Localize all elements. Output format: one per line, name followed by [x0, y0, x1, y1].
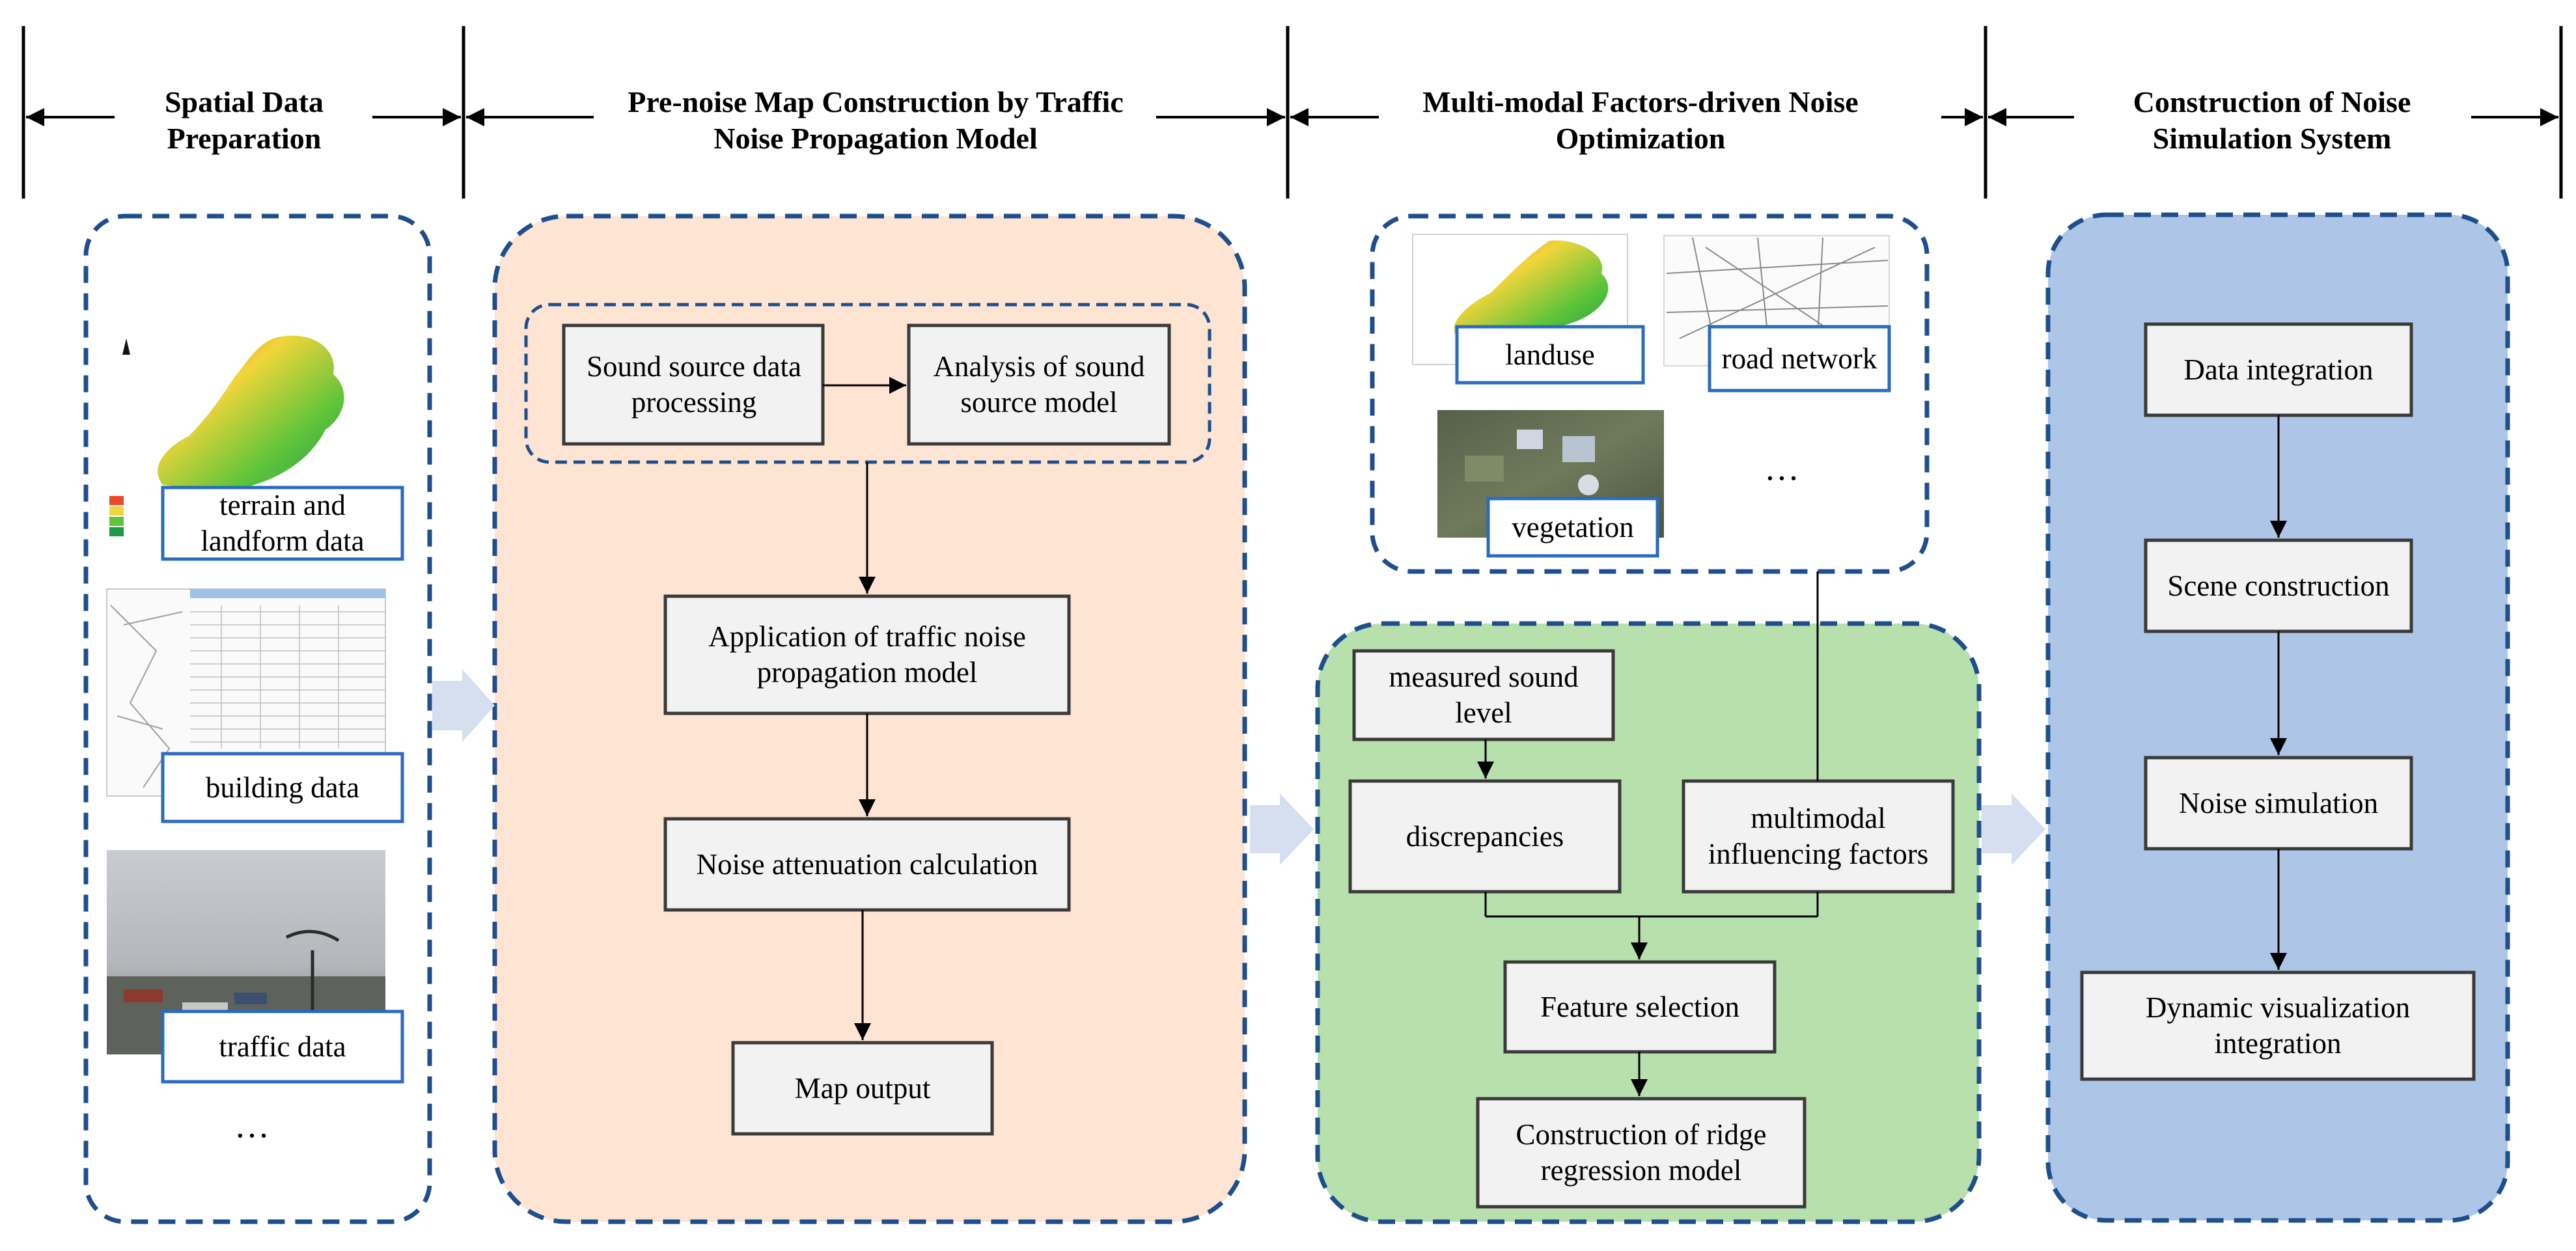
- header-simulation: Construction of Noise Simulation System: [2133, 85, 2411, 155]
- attenuation-box: [663, 817, 1071, 912]
- traffic-label: traffic data: [219, 1030, 346, 1063]
- panel-prenoise: [492, 213, 1247, 1224]
- building-label-box: [161, 752, 404, 823]
- flow-arrow-3: [1982, 793, 2045, 865]
- spatial-ellipsis: …: [234, 1106, 273, 1146]
- road-network-label-box: [1708, 325, 1891, 392]
- landuse-label: landuse: [1505, 338, 1595, 371]
- terrain-label: terrain and landform data: [201, 489, 365, 557]
- road-network-label: road network: [1721, 342, 1877, 375]
- ridge-regression-label: Construction of ridge regression model: [1516, 1118, 1767, 1187]
- landuse-label-box: [1455, 325, 1645, 385]
- scene-construction-label: Scene construction: [2167, 569, 2390, 602]
- noise-simulation-label: Noise simulation: [2178, 786, 2379, 819]
- feature-selection-label: Feature selection: [1540, 990, 1740, 1023]
- noise-simulation-box: [2144, 756, 2413, 851]
- map-output-box: [731, 1041, 994, 1136]
- header-spatial-data: Spatial Data Preparation: [164, 85, 324, 155]
- attenuation-label: Noise attenuation calculation: [696, 847, 1038, 881]
- influencing-factors-box: [1682, 779, 1955, 894]
- ridge-regression-box: [1476, 1097, 1807, 1209]
- data-integration-label: Data integration: [2183, 353, 2374, 386]
- feature-selection-box: [1503, 960, 1777, 1054]
- propagation-model-label: Application of traffic noise propagation…: [708, 620, 1026, 689]
- sound-source-model-box: [907, 323, 1171, 446]
- map-output-label: Map output: [794, 1071, 931, 1105]
- vegetation-label: vegetation: [1512, 510, 1634, 543]
- multimodal-connectors: [1477, 571, 1819, 1096]
- sound-source-model-label: Analysis of sound source model: [933, 350, 1145, 419]
- building-label: building data: [205, 771, 360, 804]
- terrain-label-box: [161, 486, 404, 561]
- dynamic-visualization-box: [2080, 970, 2476, 1081]
- flow-arrow-1: [432, 669, 495, 742]
- traffic-label-box: [161, 1010, 404, 1084]
- header-dividers: [21, 26, 2563, 199]
- header-prenoise: Pre-noise Map Construction by Traffic No…: [628, 85, 1124, 155]
- discrepancies-label: discrepancies: [1406, 819, 1564, 853]
- flow-arrow-2: [1250, 793, 1314, 865]
- prenoise-connectors: [823, 377, 906, 1040]
- dynamic-visualization-label: Dynamic visualization integration: [2145, 991, 2411, 1060]
- measured-sound-level-label: measured sound level: [1389, 661, 1579, 729]
- influencing-factors-label: multimodal influencing factors: [1708, 802, 1929, 870]
- vegetation-label-box: [1486, 497, 1659, 558]
- header-multimodal: Multi-modal Factors-driven Noise Optimiz…: [1422, 85, 1859, 155]
- multimodal-ellipsis: …: [1764, 448, 1803, 488]
- measured-sound-level-box: [1352, 649, 1615, 741]
- sound-source-processing-label: Sound source data processing: [587, 350, 801, 419]
- scene-construction-box: [2144, 538, 2413, 633]
